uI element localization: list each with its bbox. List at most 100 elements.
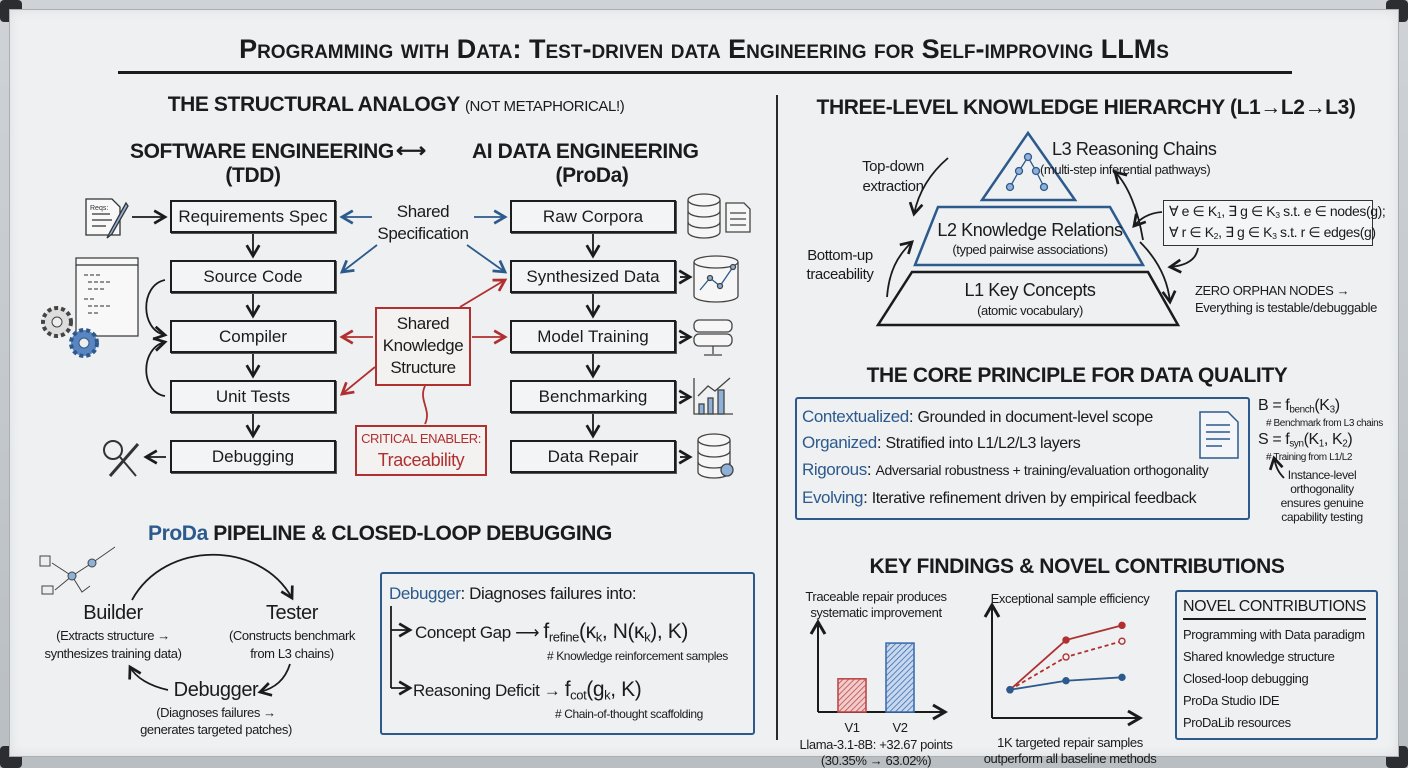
traceability-label: Traceability (377, 450, 465, 470)
bar-title-1: Traceable repair produces (805, 589, 947, 604)
principle-key: Rigorous (802, 460, 867, 479)
principle-key: Contextualized (802, 407, 909, 426)
principle-key: Evolving (802, 488, 864, 507)
shared-knowledge-line2: Knowledge (382, 336, 464, 355)
zero-orphan-label: ZERO ORPHAN NODES → (1195, 283, 1350, 298)
formula-text: (g (586, 678, 605, 701)
concept-gap-comment: # Knowledge reinforcement samples (547, 649, 728, 663)
refine-formula: frefine(κk, N(κk), K) (543, 620, 688, 645)
formula-text: , ∃ g ∈ K (1221, 203, 1276, 219)
principle-item-contextualized: Contextualized: Grounded in document-lev… (802, 407, 1154, 426)
principle-text: Grounded in document-level scope (917, 409, 1154, 426)
constraint-box (1163, 200, 1373, 246)
l2-sub: (typed pairwise associations) (952, 242, 1108, 257)
bar-label-v2: V2 (892, 720, 908, 735)
top-down-line1: Top-down (862, 158, 924, 175)
bar-caption-2: (30.35% → 63.02%) (820, 753, 932, 768)
debugger-box-title: Debugger: Diagnoses failures into: (389, 584, 637, 604)
orthogonality-note-2: orthogonality (1290, 482, 1354, 496)
principle-item-rigorous: Rigorous: Adversarial robustness + train… (802, 460, 1209, 479)
critical-enabler-box (355, 425, 487, 476)
zero-orphan-sub: Everything is testable/debuggable (1195, 300, 1377, 315)
l2-title: L2 Knowledge Relations (937, 220, 1123, 240)
l1-title: L1 Key Concepts (964, 280, 1096, 300)
bar-title-2: systematic improvement (810, 605, 942, 620)
hierarchy-heading: THREE-LEVEL KNOWLEDGE HIERARCHY (L1→L2→L… (816, 96, 1356, 119)
formula-subscript: syn (1289, 438, 1304, 450)
novel-contributions-box (1175, 590, 1378, 740)
orthogonality-note-4: capability testing (1281, 510, 1363, 524)
formula-subscript: 3 (1275, 210, 1280, 221)
novel-item: ProDa Studio IDE (1183, 693, 1280, 708)
raw-corpora-box: Raw Corpora (510, 200, 676, 233)
formula-text: , ∃ g ∈ K (1218, 224, 1273, 240)
model-training-box: Model Training (510, 320, 676, 353)
formula-text: ∀ r ∈ K (1169, 224, 1214, 240)
debugger-label: Debugger (173, 679, 259, 701)
formula-subscript: 2 (1213, 231, 1219, 242)
formula-text: (K (1303, 431, 1320, 448)
software-engineering-title: SOFTWARE ENGINEERING (130, 140, 394, 163)
formula-text: ∀ e ∈ K (1169, 203, 1217, 219)
cot-formula: fcot(gk, K) (564, 678, 642, 703)
unit-tests-box: Unit Tests (170, 380, 336, 413)
findings-heading: KEY FINDINGS & NOVEL CONTRIBUTIONS (869, 555, 1285, 578)
builder-label: Builder (83, 602, 143, 624)
novel-item: Programming with Data paradigm (1183, 627, 1365, 642)
formula-text: ), K) (650, 620, 688, 643)
debugger-box-title-rest: : Diagnoses failures into: (460, 584, 637, 603)
formula-text: , N(κ (601, 620, 645, 643)
bar-caption-1: Llama-3.1-8B: +32.67 points (799, 737, 953, 752)
reasoning-deficit-comment: # Chain-of-thought scaffolding (555, 707, 703, 721)
formula-text: ) (1334, 397, 1340, 414)
formula-text: , K (1323, 431, 1343, 448)
reasoning-deficit-line: Reasoning Deficit → fcot(gk, K) (413, 678, 642, 703)
formula-subscript: refine (548, 629, 580, 645)
line-caption-1: 1K targeted repair samples (997, 735, 1143, 750)
formula-text: , K) (610, 678, 642, 701)
source-code-box: Source Code (170, 260, 336, 293)
line-title: Exceptional sample efficiency (990, 591, 1150, 606)
shared-knowledge-line1: Shared (396, 314, 450, 333)
section-divider (776, 95, 778, 740)
debugger-diagnosis-box (380, 572, 755, 735)
data-repair-box: Data Repair (510, 440, 676, 473)
top-down-line2: extraction (862, 178, 924, 195)
syn-formula: S = fsyn(K1, K2) (1258, 431, 1353, 450)
constraint-edges: ∀ r ∈ K2, ∃ g ∈ K3 s.t. r ∈ edges(g) (1169, 224, 1376, 241)
compiler-box: Compiler (170, 320, 336, 353)
analogy-heading-note: (NOT METAPHORICAL!) (464, 98, 625, 115)
formula-subscript: bench (1289, 404, 1315, 416)
shared-spec-line1: Shared (396, 202, 450, 221)
proda-label: (ProDa) (555, 164, 629, 187)
formula-text: (κ (579, 620, 596, 643)
bidirectional-arrow-icon: ⟷ (396, 139, 426, 162)
bench-comment: # Benchmark from L3 chains (1266, 418, 1383, 429)
tester-desc-1: (Constructs benchmark (229, 628, 355, 643)
orthogonality-note-3: ensures genuine (1280, 496, 1364, 510)
line-caption-2: outperform all baseline methods (983, 751, 1157, 766)
critical-enabler-label: CRITICAL ENABLER: (361, 431, 481, 446)
requirements-spec-box: Requirements Spec (170, 200, 336, 233)
formula-text: ) (1347, 431, 1353, 448)
principle-text: Stratified into L1/L2/L3 layers (885, 435, 1081, 452)
l3-title: L3 Reasoning Chains (1052, 139, 1217, 159)
formula-text: f (543, 620, 549, 643)
ai-data-engineering-title: AI DATA ENGINEERING (472, 140, 699, 163)
builder-desc-1: (Extracts structure → (56, 628, 170, 643)
formula-subscript: cot (570, 687, 587, 703)
pipeline-heading: ProDa PIPELINE & CLOSED-LOOP DEBUGGING (148, 522, 612, 546)
debugger-box-title-accent: Debugger (389, 584, 461, 603)
novel-contributions-title: NOVEL CONTRIBUTIONS (1183, 598, 1366, 620)
l3-sub: (multi-step inferential pathways) (1040, 162, 1211, 177)
principle-box (795, 397, 1250, 520)
formula-text: f (564, 678, 571, 701)
constraint-nodes: ∀ e ∈ K1, ∃ g ∈ K3 s.t. e ∈ nodes(g); (1169, 203, 1386, 221)
formula-text: S = f (1258, 431, 1290, 448)
principle-heading: THE CORE PRINCIPLE FOR DATA QUALITY (866, 364, 1288, 387)
analogy-heading: THE STRUCTURAL ANALOGY (NOT METAPHORICAL… (168, 93, 625, 117)
formula-text: s.t. r ∈ edges(g) (1276, 224, 1376, 240)
bottom-up-line1: Bottom-up (807, 247, 873, 264)
tester-label: Tester (265, 602, 319, 624)
shared-knowledge-box (375, 307, 471, 386)
